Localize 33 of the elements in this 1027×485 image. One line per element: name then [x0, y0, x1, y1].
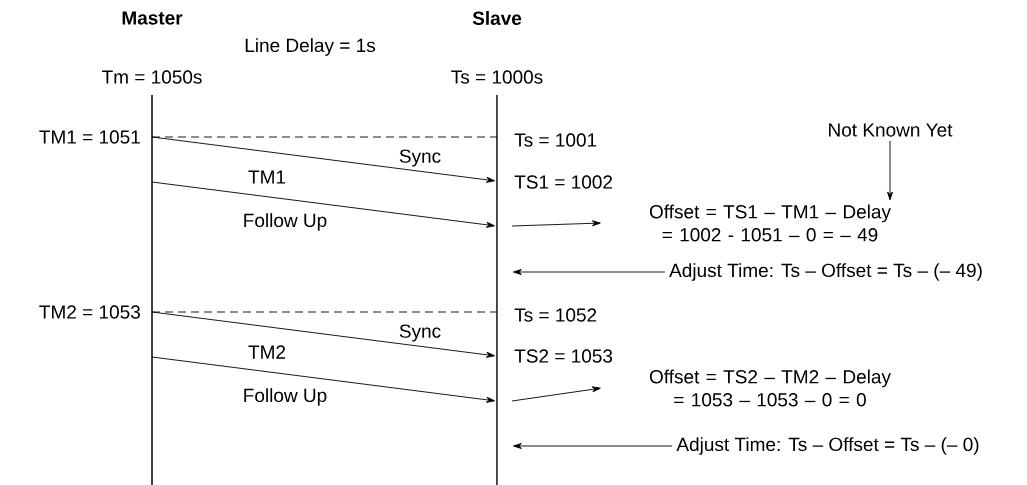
arrow — [511, 386, 601, 402]
arrow — [511, 220, 601, 227]
label: TM1 — [248, 170, 286, 184]
label: Ts = 1052 — [514, 308, 597, 322]
edge-label: Follow Up — [241, 387, 329, 407]
formula-text: Offset = TS1 – TM1 – Delay = 1002 - 1051 – 0 = – 49 — [649, 204, 891, 242]
edge-label: Sync — [397, 323, 443, 343]
edge-label: Sync — [397, 148, 443, 168]
lifeline-heading: Slave — [472, 11, 522, 25]
instruction-text: Adjust Time: Ts – Offset = Ts – (– 49) — [669, 263, 982, 281]
note-text: Not Known Yet — [829, 123, 953, 137]
arrow — [151, 356, 495, 403]
arrow — [151, 181, 495, 228]
lifeline-heading: Tm = 1050s — [102, 70, 202, 84]
label: Ts = 1001 — [514, 133, 597, 147]
label: Line Delay = 1s — [245, 38, 376, 56]
instruction-text: Adjust Time: Ts – Offset = Ts – (– 0) — [676, 437, 979, 455]
formula-text: Offset = TS2 – TM2 – Delay = 1053 – 1053 – 0 = 0 — [649, 369, 891, 407]
lifeline-heading: Ts = 1000s — [451, 70, 543, 84]
arrow — [513, 269, 666, 275]
label: TS1 = 1002 — [514, 175, 612, 189]
label: TS2 = 1053 — [514, 349, 613, 363]
arrow — [513, 443, 673, 449]
label: TM1 = 1051 — [39, 130, 140, 144]
label: TM2 = 1053 — [39, 305, 140, 319]
label: TM2 — [248, 345, 286, 359]
arrow — [151, 311, 495, 358]
dashed-line — [151, 136, 498, 138]
lifeline-heading: Master — [122, 11, 183, 25]
arrow — [887, 140, 893, 201]
arrow — [151, 136, 495, 183]
dashed-line — [151, 311, 498, 313]
edge-label: Follow Up — [241, 212, 329, 232]
